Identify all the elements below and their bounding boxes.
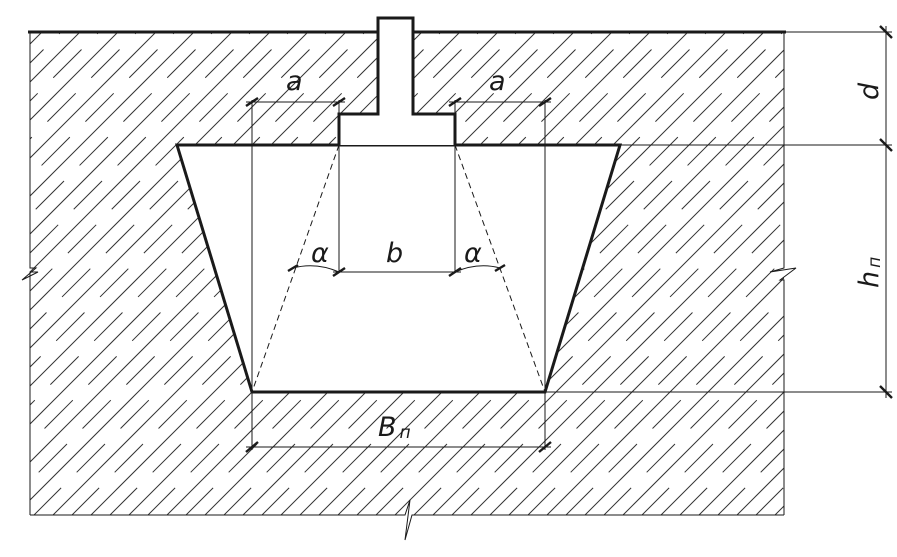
label-h-main: h [854, 271, 885, 288]
hatch-line-dashed [30, 32, 284, 515]
hatch-line-dashed [30, 32, 56, 515]
hatch-line-dashed [558, 32, 784, 515]
hatch-line-dashed [30, 32, 132, 515]
hatch-line [30, 32, 303, 515]
hatch-line-dashed [30, 32, 360, 515]
hatch-line-dashed [30, 32, 94, 515]
hatch-line [577, 32, 784, 515]
label-alpha-left: α [311, 238, 329, 269]
hatch-line [30, 32, 379, 515]
hatch-line-dashed [634, 32, 784, 515]
hatch-line [30, 32, 265, 515]
hatch-line [30, 32, 189, 515]
label-a-left: a [286, 66, 303, 97]
hatch-line-dashed [30, 32, 170, 515]
hatch-line [425, 32, 784, 515]
label-h: hп [854, 257, 885, 288]
label-B-sub: п [400, 423, 411, 443]
footing-column [337, 16, 457, 145]
hatch-line [30, 32, 227, 515]
hatch-line [539, 32, 784, 515]
hatch-line [30, 32, 37, 515]
hatch-line [615, 32, 784, 515]
dimension-lines [245, 25, 893, 453]
label-b: b [386, 238, 403, 269]
hatch-line [30, 32, 151, 515]
hatch-line-dashed [406, 32, 784, 515]
hatch-line [387, 32, 784, 515]
hatch-line-dashed [30, 32, 398, 515]
hatch-line-dashed [330, 32, 784, 515]
hatch-line [30, 32, 417, 515]
hatch-line [653, 32, 784, 515]
hatch-line-dashed [672, 32, 784, 515]
hatch-line-dashed [30, 32, 322, 515]
hatch-line-dashed [30, 32, 246, 515]
hatch-line-dashed [482, 32, 784, 515]
hatch-line-dashed [596, 32, 784, 515]
hatch-line-dashed [444, 32, 784, 515]
hatch-line [349, 32, 784, 515]
hatch-line-dashed [520, 32, 784, 515]
hatch-line-dashed [30, 32, 208, 515]
hatch-line [311, 32, 784, 515]
hatch-line [30, 32, 75, 515]
hatch-line-dashed [368, 32, 784, 515]
label-a-right: a [489, 66, 506, 97]
hatch-line-dashed [0, 0, 17, 557]
label-d: d [854, 82, 885, 100]
label-h-sub: п [865, 257, 885, 268]
label-B-main: B [378, 412, 397, 443]
hatch-line-dashed [30, 32, 436, 515]
hatch-line [463, 32, 784, 515]
hatch-line [30, 32, 341, 515]
label-alpha-right: α [464, 238, 482, 269]
hatch-line [30, 32, 455, 515]
